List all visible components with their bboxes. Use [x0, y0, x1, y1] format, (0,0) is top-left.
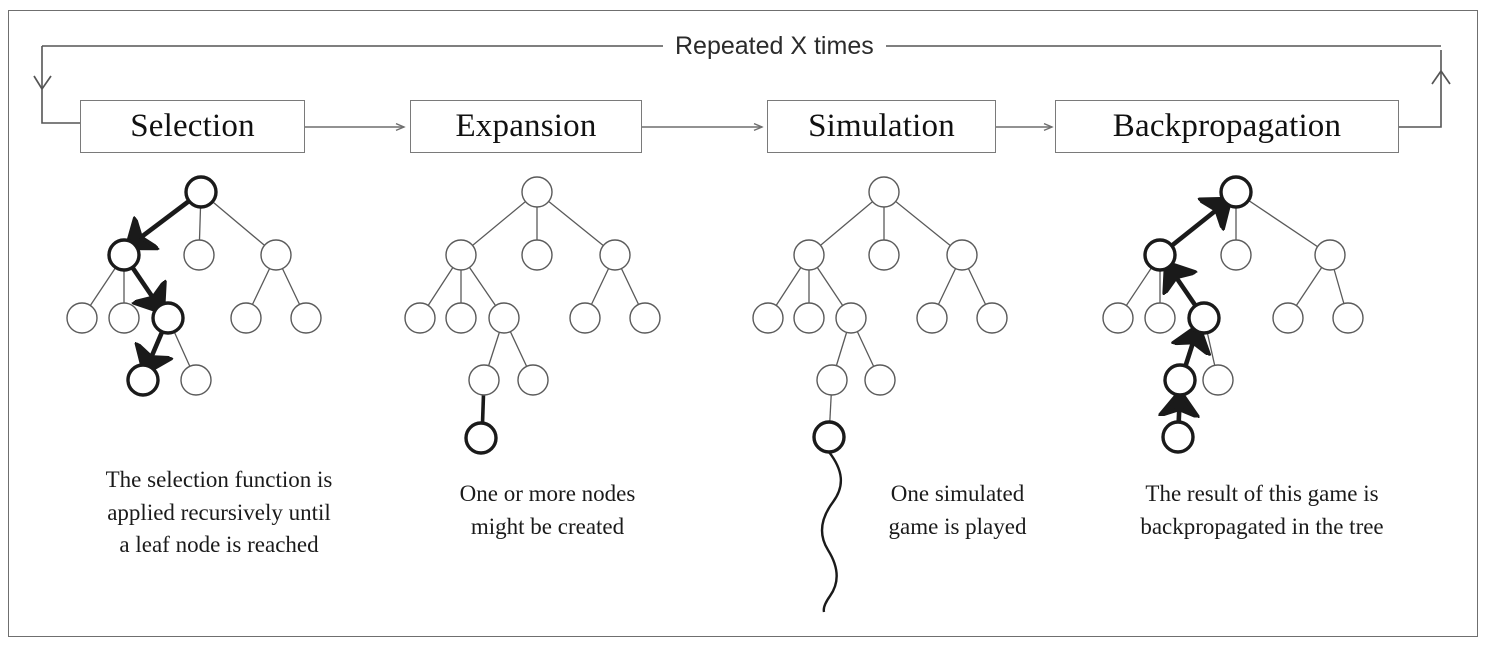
repeat-loop-label: Repeated X times	[663, 32, 886, 61]
stage-label-backpropagation: Backpropagation	[1112, 108, 1342, 144]
caption-backpropagation: The result of this game is backpropagate…	[1140, 481, 1384, 539]
caption-expansion: One or more nodes might be created	[459, 481, 636, 539]
caption-simulation: One simulated game is played	[888, 481, 1027, 539]
stage-box-backpropagation[interactable]: Backpropagation	[1055, 100, 1399, 153]
stage-label-simulation: Simulation	[808, 108, 955, 144]
caption-selection: The selection function is applied recurs…	[105, 467, 333, 558]
stage-box-simulation[interactable]: Simulation	[767, 100, 996, 153]
stage-label-selection: Selection	[130, 108, 255, 144]
stage-box-expansion[interactable]: Expansion	[410, 100, 642, 153]
stage-box-selection[interactable]: Selection	[80, 100, 305, 153]
stage-label-expansion: Expansion	[455, 108, 597, 144]
